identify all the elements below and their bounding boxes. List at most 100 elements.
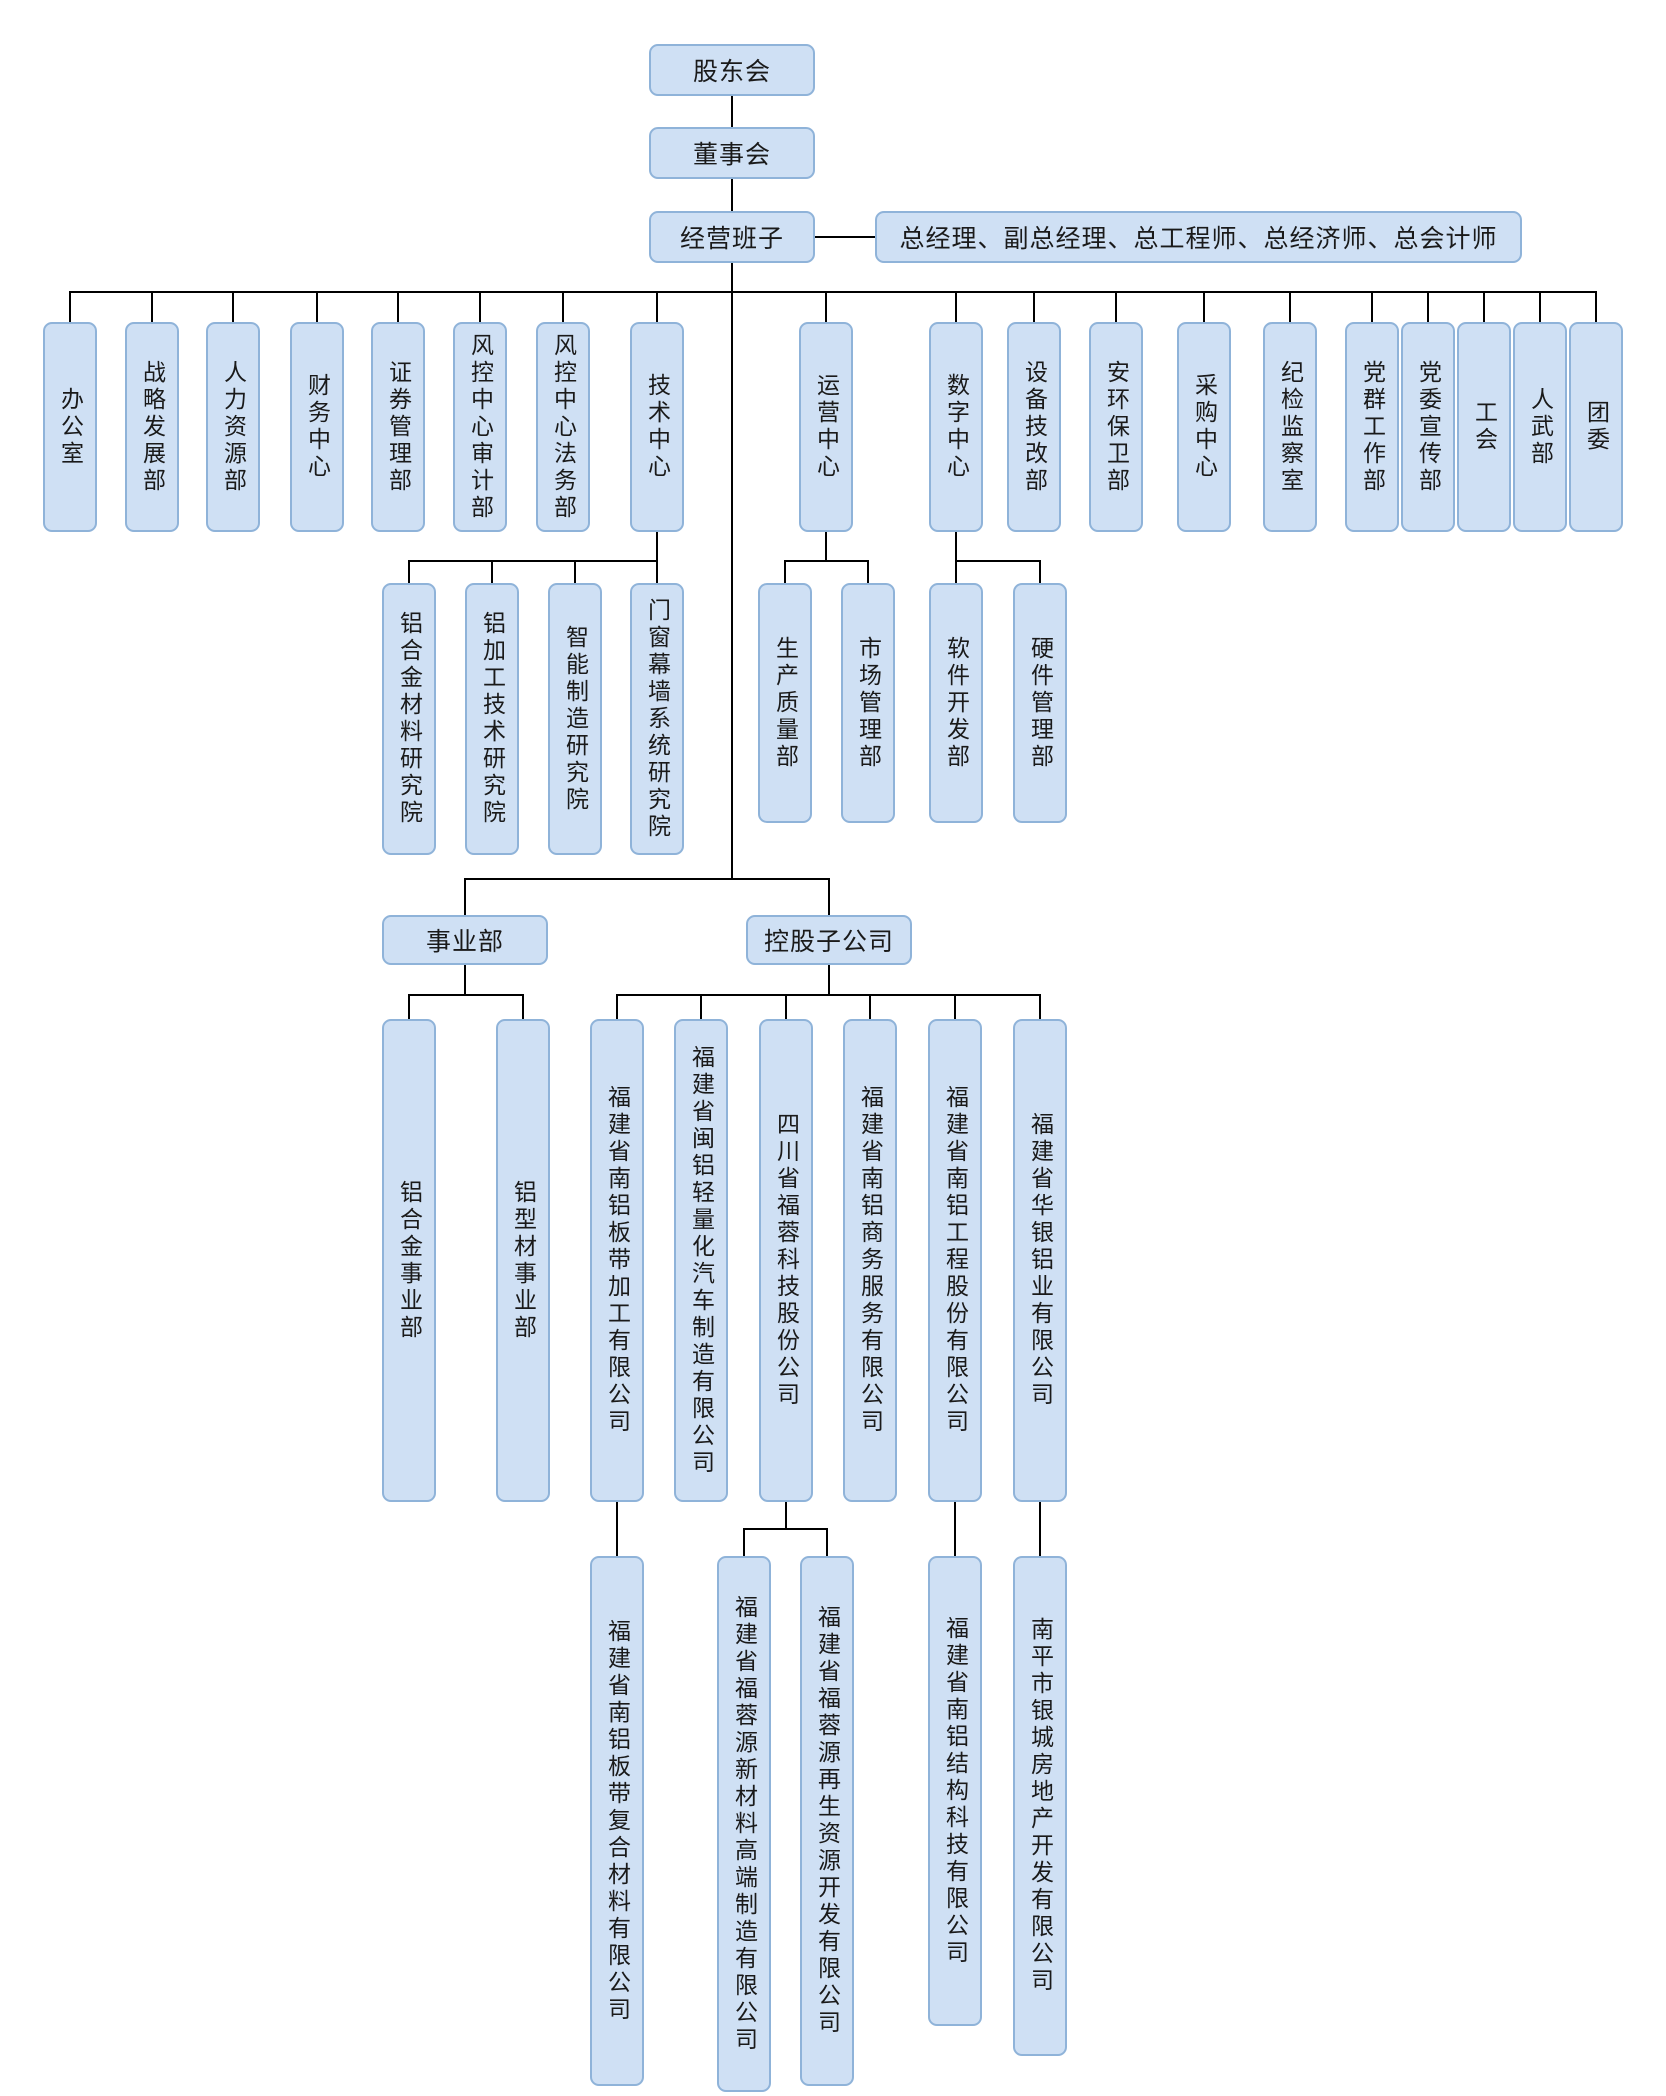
connector-line	[69, 292, 71, 323]
node-management-roles: 总经理、副总经理、总工程师、总经济师、总会计师	[875, 211, 1522, 263]
sub2-structure-technology: 福建省南铝结构科技有限公司	[928, 1556, 982, 2026]
dept-human-resources: 人力资源部	[206, 322, 260, 532]
node-board: 董事会	[649, 127, 815, 179]
connector-line	[464, 879, 466, 916]
connector-line	[869, 995, 871, 1021]
connector-line	[616, 994, 1041, 996]
connector-line	[562, 292, 564, 323]
connector-line	[743, 1528, 828, 1530]
connector-line	[1039, 561, 1041, 585]
connector-line	[616, 1502, 618, 1557]
dept-discipline-inspection: 纪检监察室	[1263, 322, 1317, 532]
connector-line	[826, 1529, 828, 1557]
connector-line	[479, 292, 481, 323]
connector-line	[397, 292, 399, 323]
dept-securities-management: 证券管理部	[371, 322, 425, 532]
connector-line	[408, 994, 524, 996]
div-aluminum-profile: 铝型材事业部	[496, 1019, 550, 1502]
sub2-furongyuan-recycling: 福建省福蓉源再生资源开发有限公司	[800, 1556, 854, 2086]
connector-line	[731, 179, 733, 211]
dept-operations-center: 运营中心	[799, 322, 853, 532]
connector-line	[955, 292, 957, 323]
connector-line	[574, 561, 576, 585]
connector-line	[408, 560, 658, 562]
connector-line	[656, 292, 658, 323]
dept-risk-control-audit: 风控中心审计部	[453, 322, 507, 532]
connector-line	[1371, 292, 1373, 323]
connector-line	[731, 96, 733, 127]
connector-line	[1033, 292, 1035, 323]
div-aluminum-alloy: 铝合金事业部	[382, 1019, 436, 1502]
dept-equipment-upgrade: 设备技改部	[1007, 322, 1061, 532]
connector-line	[1539, 292, 1541, 323]
dept-digital-center: 数字中心	[929, 322, 983, 532]
connector-line	[464, 965, 466, 996]
connector-line	[616, 995, 618, 1021]
dept-party-mass-work: 党群工作部	[1345, 322, 1399, 532]
connector-line	[1039, 1502, 1041, 1557]
connector-line	[743, 1529, 745, 1557]
connector-line	[1203, 292, 1205, 323]
dept-finance-center: 财务中心	[290, 322, 344, 532]
connector-line	[316, 292, 318, 323]
connector-line	[1427, 292, 1429, 323]
connector-line	[656, 532, 658, 562]
connector-line	[1289, 292, 1291, 323]
connector-line	[522, 995, 524, 1021]
connector-line	[1483, 292, 1485, 323]
connector-line	[784, 560, 869, 562]
connector-line	[867, 561, 869, 585]
connector-line	[1115, 292, 1117, 323]
connector-line	[825, 532, 827, 562]
dept-safety-environment: 安环保卫部	[1089, 322, 1143, 532]
dept-office: 办公室	[43, 322, 97, 532]
connector-line	[954, 1502, 956, 1557]
connector-line	[69, 291, 1597, 293]
sub-lightweight-auto: 福建省闽铝轻量化汽车制造有限公司	[674, 1019, 728, 1502]
connector-line	[232, 292, 234, 323]
connector-line	[408, 561, 410, 585]
connector-line	[656, 561, 658, 585]
node-management: 经营班子	[649, 211, 815, 263]
connector-line	[785, 995, 787, 1021]
dept-market-management: 市场管理部	[841, 583, 895, 823]
node-subsidiaries-group: 控股子公司	[746, 915, 912, 965]
dept-hardware-management: 硬件管理部	[1013, 583, 1067, 823]
connector-line	[784, 561, 786, 585]
connector-line	[151, 292, 153, 323]
dept-technology-center: 技术中心	[630, 322, 684, 532]
sub-huayin-aluminum: 福建省华银铝业有限公司	[1013, 1019, 1067, 1502]
dept-youth-league: 团委	[1569, 322, 1623, 532]
connector-line	[491, 561, 493, 585]
inst-aluminum-alloy-materials: 铝合金材料研究院	[382, 583, 436, 855]
sub-engineering: 福建省南铝工程股份有限公司	[928, 1019, 982, 1502]
sub-sheet-strip-processing: 福建省南铝板带加工有限公司	[590, 1019, 644, 1502]
inst-intelligent-manufacturing: 智能制造研究院	[548, 583, 602, 855]
connector-line	[828, 965, 830, 996]
connector-line	[825, 292, 827, 323]
connector-line	[700, 995, 702, 1021]
sub2-yincheng-real-estate: 南平市银城房地产开发有限公司	[1013, 1556, 1067, 2056]
inst-door-window-curtainwall: 门窗幕墙系统研究院	[630, 583, 684, 855]
sub-business-services: 福建省南铝商务服务有限公司	[843, 1019, 897, 1502]
dept-labor-union: 工会	[1457, 322, 1511, 532]
connector-line	[828, 879, 830, 916]
connector-line	[955, 532, 957, 585]
dept-software-development: 软件开发部	[929, 583, 983, 823]
connector-line	[1595, 292, 1597, 323]
inst-aluminum-processing-tech: 铝加工技术研究院	[465, 583, 519, 855]
dept-party-publicity: 党委宣传部	[1401, 322, 1455, 532]
connector-line	[954, 995, 956, 1021]
dept-armed-forces: 人武部	[1513, 322, 1567, 532]
dept-production-quality: 生产质量部	[758, 583, 812, 823]
connector-line	[955, 560, 1041, 562]
connector-line	[408, 995, 410, 1021]
dept-strategic-development: 战略发展部	[125, 322, 179, 532]
sub2-furongyuan-new-materials: 福建省福蓉源新材料高端制造有限公司	[717, 1556, 771, 2092]
sub2-sheet-strip-composites: 福建省南铝板带复合材料有限公司	[590, 1556, 644, 2086]
connector-line	[464, 878, 830, 880]
dept-risk-control-legal: 风控中心法务部	[536, 322, 590, 532]
dept-procurement-center: 采购中心	[1177, 322, 1231, 532]
node-divisions-group: 事业部	[382, 915, 548, 965]
